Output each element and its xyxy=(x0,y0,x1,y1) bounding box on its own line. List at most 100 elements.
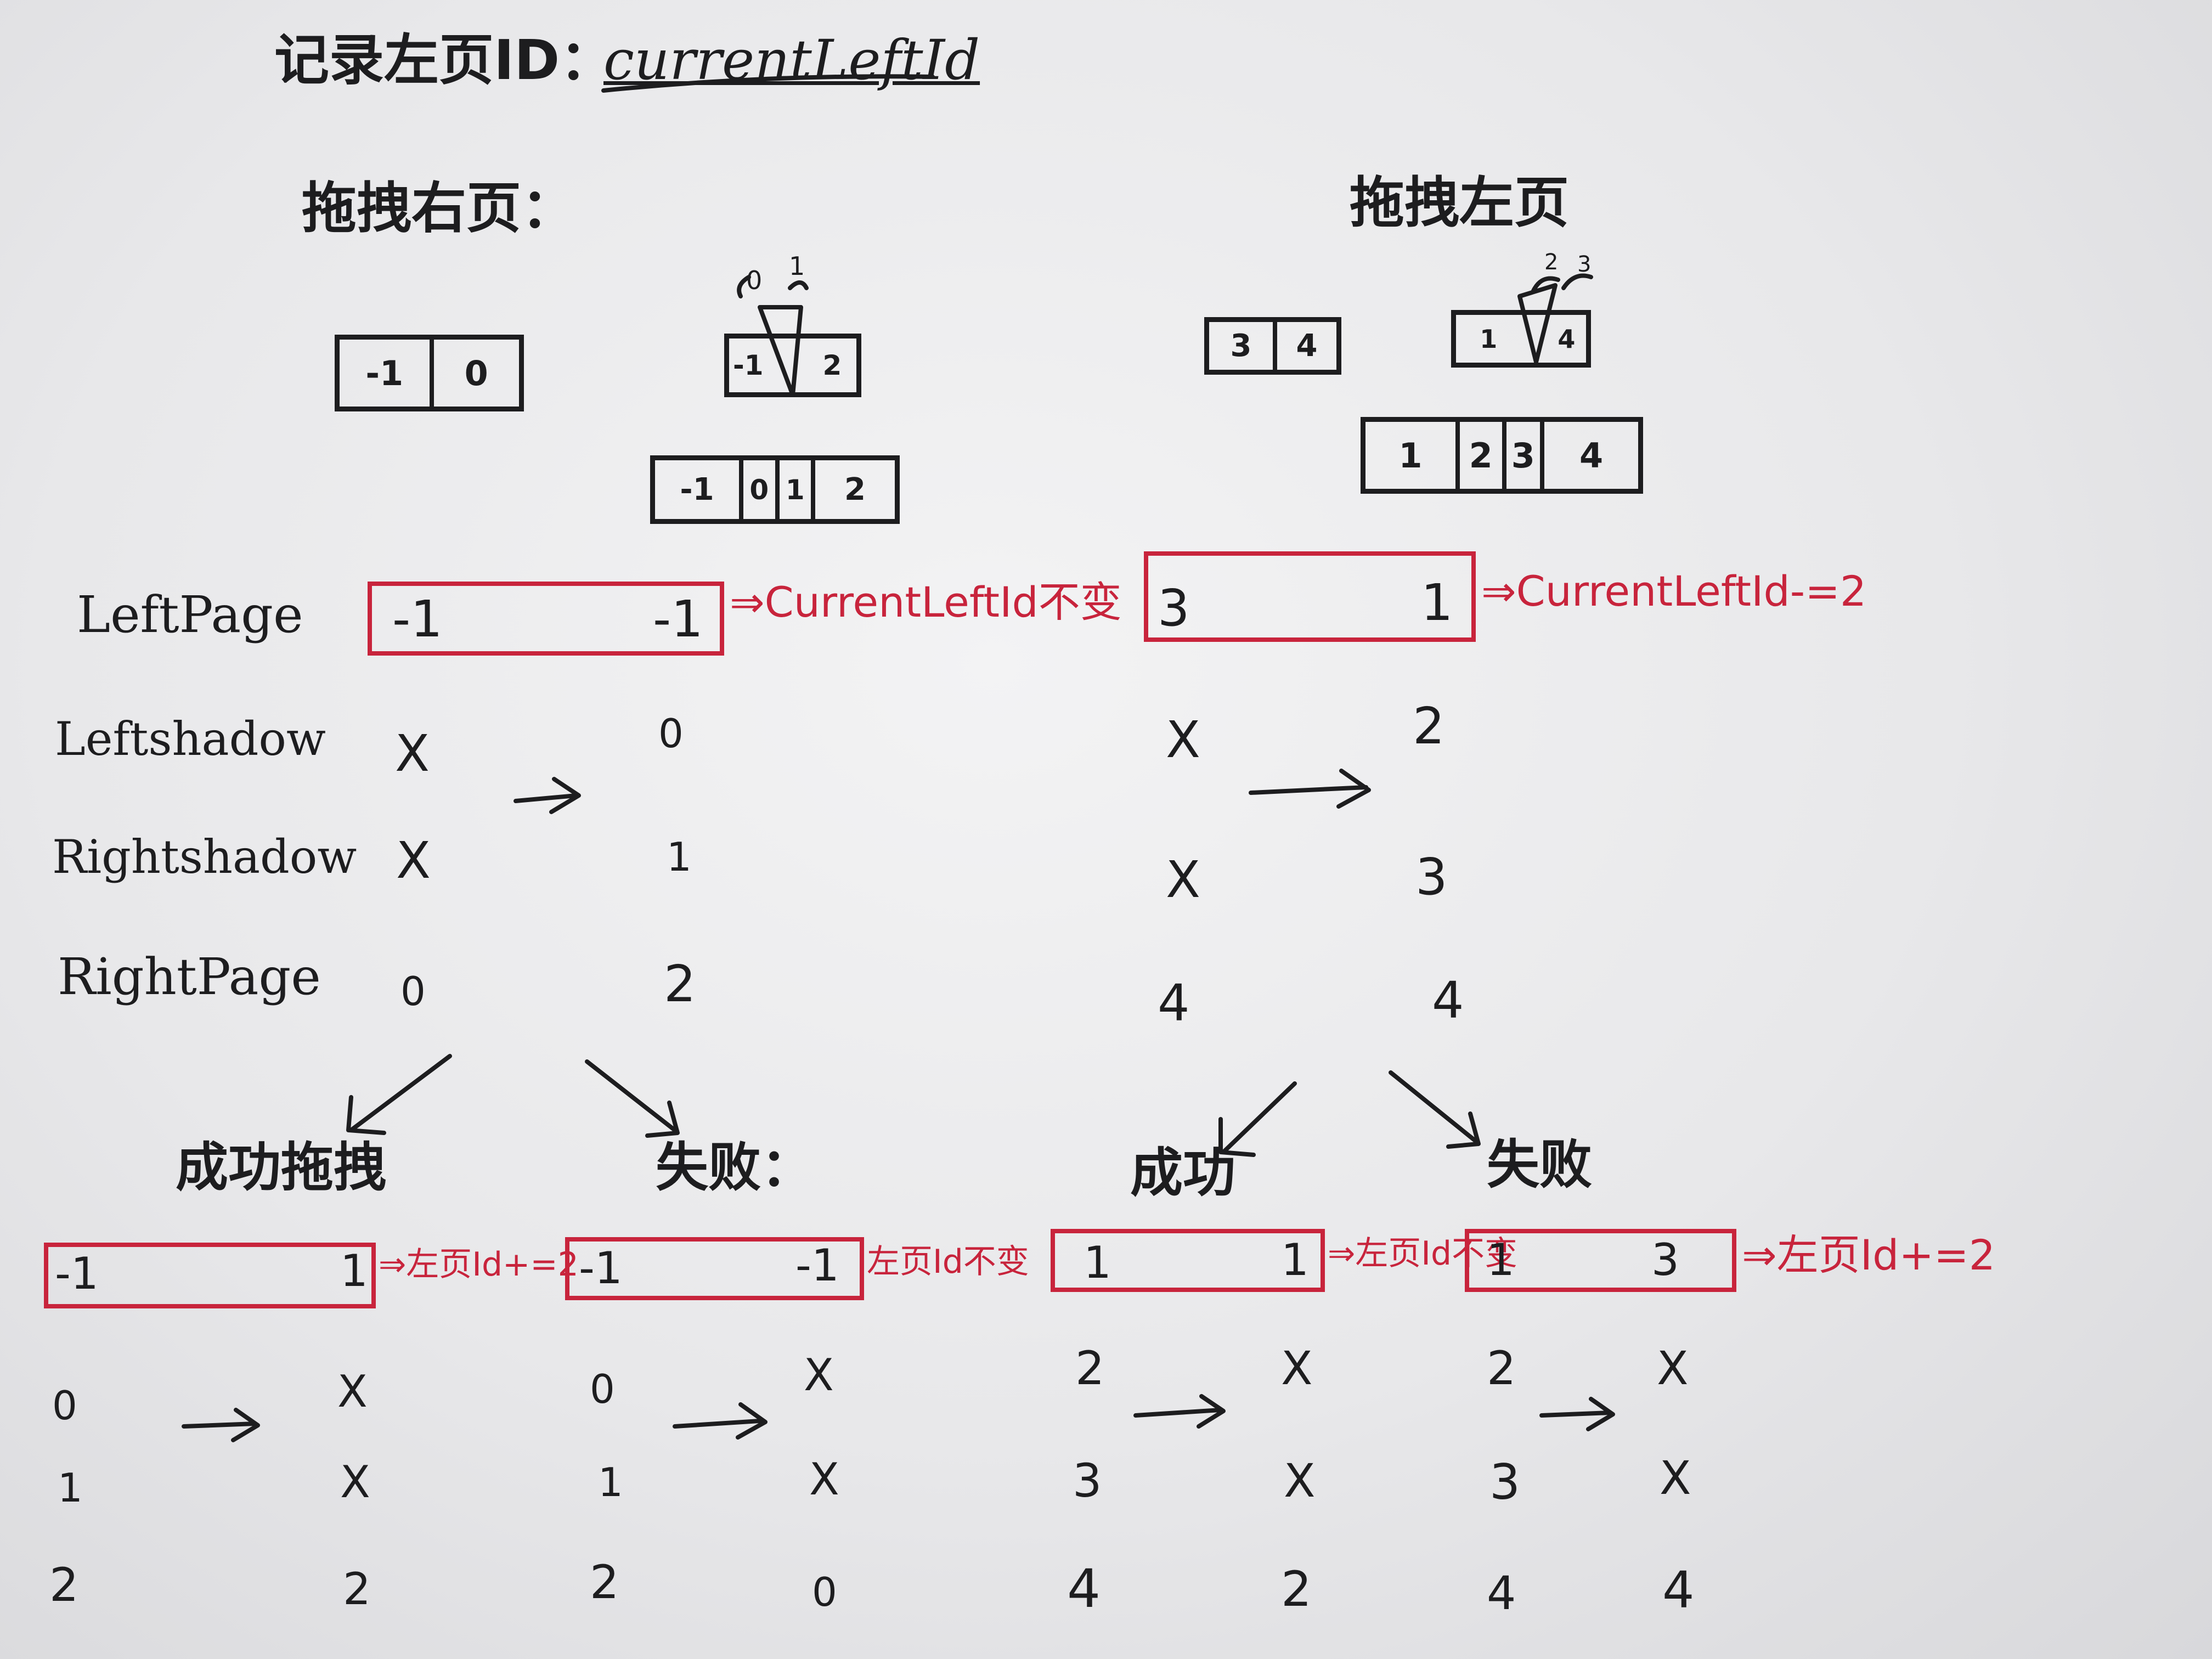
rightpage-after: 4 xyxy=(1432,971,1464,1030)
outcome-leftpage-box xyxy=(1465,1229,1736,1292)
flip-arrow-icon xyxy=(1561,273,1593,290)
outcome-note: ⇒左页Id+=2 xyxy=(1742,1231,1996,1279)
flip-arrow-icon xyxy=(788,280,809,290)
page-cell: 4 xyxy=(1558,324,1576,354)
rightshadow-after: 3 xyxy=(1415,848,1448,906)
leftpage-after: 1 xyxy=(1421,573,1453,632)
outcome-value: 0 xyxy=(52,1383,77,1429)
page-strip-after-left-drag: 1 2 3 4 xyxy=(1361,417,1643,494)
outcome-leftpage-box xyxy=(44,1243,376,1308)
row-label-rightpage: RightPage xyxy=(58,947,321,1006)
outcome-label: 成功 xyxy=(1130,1142,1235,1204)
flip-label: 1 xyxy=(789,251,805,281)
row-label-leftpage: LeftPage xyxy=(77,585,303,644)
transition-arrow-icon xyxy=(1249,769,1371,809)
rightpage-before: 0 xyxy=(400,968,426,1014)
transition-arrow-icon xyxy=(1133,1394,1226,1429)
heading-drag-left: 拖拽左页 xyxy=(1350,171,1569,235)
transition-arrow-icon xyxy=(673,1402,768,1440)
flip-arrow-icon xyxy=(1531,276,1560,293)
page-cell: 1 xyxy=(1398,435,1423,476)
outcome-note: 左页Id不变 xyxy=(867,1243,1029,1281)
outcome-label: 成功拖拽 xyxy=(176,1137,386,1198)
outcome-value: 2 xyxy=(1487,1341,1516,1395)
outcome-value: 3 xyxy=(1489,1454,1520,1510)
outcome-value: 0 xyxy=(812,1569,837,1615)
leftshadow-after: 0 xyxy=(658,710,684,757)
outcome-leftpage-before: 1 xyxy=(1487,1234,1515,1285)
page-cell: 4 xyxy=(1273,322,1336,370)
outcome-note: ⇒左页Id+=2 xyxy=(379,1245,579,1284)
outcome-label: 失败： xyxy=(656,1137,814,1198)
page-cell: 0 xyxy=(429,340,520,407)
page-cell: 0 xyxy=(738,460,775,519)
page-cell: 4 xyxy=(1540,422,1638,489)
outcome-leftpage-box xyxy=(565,1237,864,1300)
rightshadow-before: X xyxy=(1166,850,1201,909)
note-drag-right: ⇒CurrentLeftId不变 xyxy=(730,578,1122,627)
rightpage-after: 2 xyxy=(664,955,696,1013)
outcome-value: 2 xyxy=(1075,1341,1105,1395)
rightshadow-before: X xyxy=(396,831,431,890)
outcome-leftpage-after: 3 xyxy=(1651,1234,1679,1285)
outcome-value: 1 xyxy=(598,1459,623,1505)
heading-drag-right: 拖拽右页： xyxy=(302,176,576,240)
title-underline-stroke xyxy=(601,74,935,93)
outcome-value: X xyxy=(1281,1341,1313,1395)
flipping-page-icon xyxy=(1517,283,1558,364)
branch-arrow-icon xyxy=(585,1059,680,1138)
row-label-rightshadow: Rightshadow xyxy=(52,830,357,884)
outcome-leftpage-after: 1 xyxy=(1281,1234,1309,1285)
outcome-value: 1 xyxy=(58,1465,83,1511)
outcome-leftpage-before: -1 xyxy=(579,1243,623,1294)
outcome-value: 4 xyxy=(1487,1566,1516,1620)
page-cell: -1 xyxy=(733,349,764,381)
page-cell: 3 xyxy=(1502,422,1541,489)
leftpage-box-drag-right xyxy=(368,582,724,656)
outcome-value: 3 xyxy=(1073,1454,1102,1508)
leftpage-box-drag-left xyxy=(1144,551,1476,642)
outcome-label: 失败 xyxy=(1487,1134,1592,1195)
outcome-value: 2 xyxy=(49,1558,79,1612)
page-cell: 2 xyxy=(822,349,842,381)
leftshadow-after: 2 xyxy=(1413,697,1445,755)
row-label-leftshadow: Leftshadow xyxy=(55,712,326,766)
outcome-value: 4 xyxy=(1662,1561,1695,1620)
page-cell: -1 xyxy=(365,353,404,393)
flip-arrow-icon xyxy=(737,275,751,298)
transition-arrow-icon xyxy=(1539,1397,1615,1431)
page-pair-before-left-drag: 3 4 xyxy=(1204,317,1341,375)
page-cell: 2 xyxy=(811,460,895,519)
flip-label: 3 xyxy=(1577,252,1592,277)
page-cell: 1 xyxy=(775,460,811,519)
page-pair-before-right-drag: -1 0 xyxy=(335,335,524,411)
outcome-leftpage-after: 1 xyxy=(340,1245,368,1296)
page-cell: -1 xyxy=(680,472,714,507)
outcome-leftpage-after: -1 xyxy=(795,1240,839,1291)
branch-arrow-icon xyxy=(1218,1081,1297,1157)
outcome-value: 4 xyxy=(1067,1558,1101,1620)
page-cell: 1 xyxy=(1480,324,1498,354)
leftshadow-before: X xyxy=(395,724,430,783)
rightshadow-after: 1 xyxy=(667,834,692,880)
rightpage-before: 4 xyxy=(1158,974,1190,1032)
flipping-page-icon xyxy=(758,305,803,397)
leftpage-after: -1 xyxy=(653,590,703,648)
page-cell: 3 xyxy=(1230,328,1252,364)
branch-arrow-icon xyxy=(346,1054,452,1135)
flip-diagram-left: 1 4 xyxy=(1451,310,1591,368)
outcome-note: ⇒左页Id不变 xyxy=(1328,1234,1518,1273)
page-cell: 2 xyxy=(1455,422,1502,489)
note-drag-left: ⇒CurrentLeftId-=2 xyxy=(1481,567,1867,616)
leftpage-before: -1 xyxy=(392,590,443,648)
outcome-value: X xyxy=(1284,1454,1316,1508)
outcome-leftpage-before: -1 xyxy=(55,1248,99,1299)
outcome-leftpage-box xyxy=(1051,1229,1325,1292)
flip-label: 2 xyxy=(1544,250,1559,275)
outcome-value: 0 xyxy=(590,1366,615,1412)
transition-arrow-icon xyxy=(514,777,581,814)
outcome-value: 2 xyxy=(343,1564,371,1615)
outcome-value: 2 xyxy=(1281,1561,1312,1617)
